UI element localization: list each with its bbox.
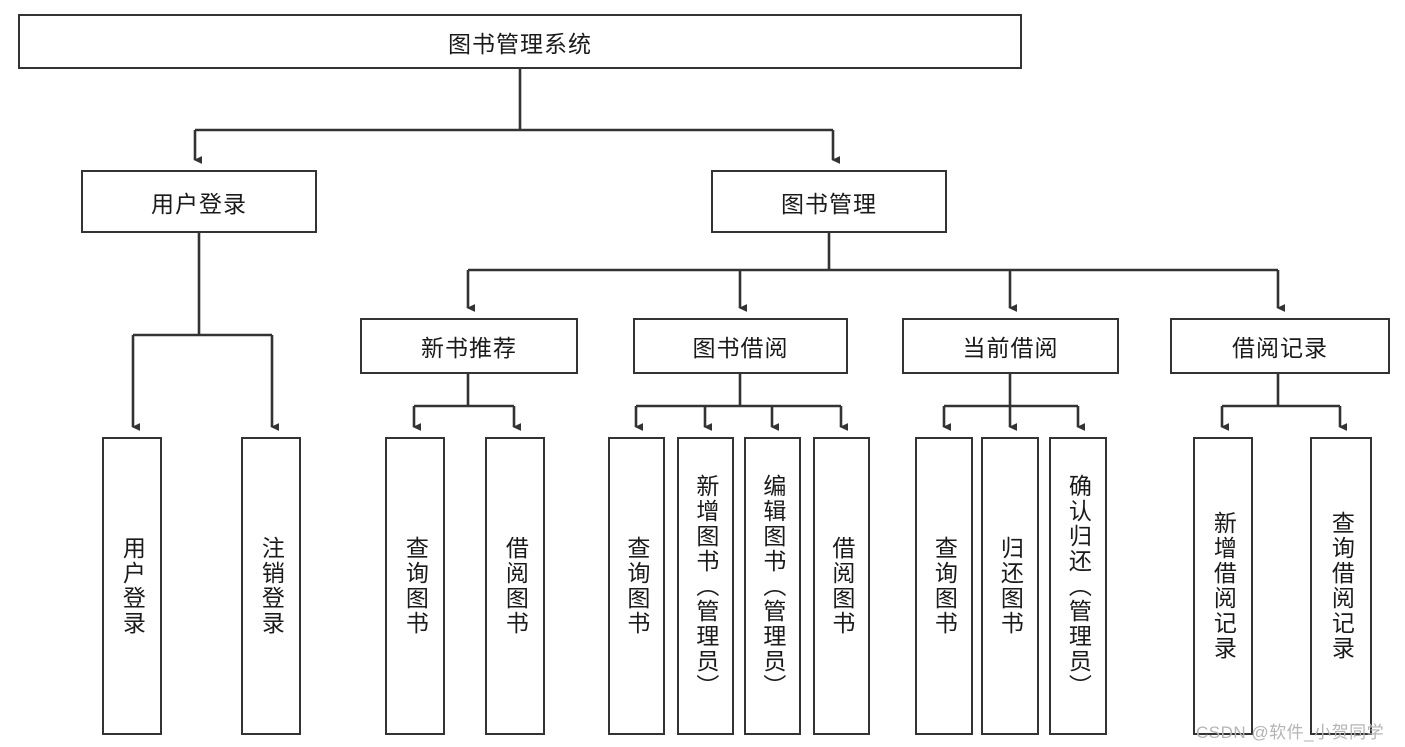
node-new-book-recommend-label: 新书推荐 bbox=[421, 335, 517, 361]
leaf-confirm-return-admin-label: 确认归还（管理员） bbox=[1065, 473, 1092, 699]
node-current-borrow-label: 当前借阅 bbox=[962, 335, 1059, 361]
leaf-query-book-newbook-label: 查询图书 bbox=[402, 536, 429, 636]
leaf-return-book-label: 归还图书 bbox=[997, 536, 1024, 636]
leaf-user-login-label: 用户登录 bbox=[119, 536, 146, 636]
leaf-query-book-newbook[interactable]: 查询图书 bbox=[385, 437, 445, 735]
leaf-borrow-book[interactable]: 借阅图书 bbox=[813, 437, 870, 735]
leaf-add-borrow-record[interactable]: 新增借阅记录 bbox=[1193, 437, 1253, 735]
leaf-borrow-book-newbook[interactable]: 借阅图书 bbox=[485, 437, 545, 735]
leaf-edit-book-admin[interactable]: 编辑图书（管理员） bbox=[744, 437, 801, 735]
leaf-query-book-current[interactable]: 查询图书 bbox=[915, 437, 973, 735]
node-book-borrow[interactable]: 图书借阅 bbox=[633, 318, 848, 374]
leaf-add-book-admin[interactable]: 新增图书（管理员） bbox=[677, 437, 734, 735]
node-user-login-label: 用户登录 bbox=[151, 190, 247, 217]
node-book-borrow-label: 图书借阅 bbox=[692, 335, 789, 361]
node-borrow-record-label: 借阅记录 bbox=[1232, 335, 1328, 361]
leaf-edit-book-admin-label: 编辑图书（管理员） bbox=[759, 473, 786, 699]
leaf-user-login[interactable]: 用户登录 bbox=[102, 437, 162, 735]
csdn-watermark: CSDN @软件_小贺同学 bbox=[1196, 723, 1385, 742]
leaf-query-book-borrow-label: 查询图书 bbox=[623, 536, 650, 636]
leaf-add-book-admin-label: 新增图书（管理员） bbox=[692, 473, 719, 699]
node-book-management[interactable]: 图书管理 bbox=[711, 170, 947, 233]
leaf-borrow-book-label: 借阅图书 bbox=[828, 536, 855, 636]
leaf-logout[interactable]: 注销登录 bbox=[241, 437, 301, 735]
node-borrow-record[interactable]: 借阅记录 bbox=[1170, 318, 1390, 374]
leaf-query-borrow-record[interactable]: 查询借阅记录 bbox=[1310, 437, 1372, 735]
leaf-logout-label: 注销登录 bbox=[258, 536, 285, 636]
node-current-borrow[interactable]: 当前借阅 bbox=[902, 318, 1119, 374]
leaf-query-borrow-record-label: 查询借阅记录 bbox=[1328, 511, 1355, 661]
leaf-return-book[interactable]: 归还图书 bbox=[981, 437, 1039, 735]
leaf-add-borrow-record-label: 新增借阅记录 bbox=[1210, 511, 1237, 661]
leaf-confirm-return-admin[interactable]: 确认归还（管理员） bbox=[1049, 437, 1107, 735]
leaf-query-book-current-label: 查询图书 bbox=[931, 536, 958, 636]
node-book-management-label: 图书管理 bbox=[781, 190, 877, 217]
node-user-login[interactable]: 用户登录 bbox=[81, 170, 317, 233]
leaf-borrow-book-newbook-label: 借阅图书 bbox=[502, 536, 529, 636]
leaf-query-book-borrow[interactable]: 查询图书 bbox=[608, 437, 665, 735]
node-new-book-recommend[interactable]: 新书推荐 bbox=[360, 318, 578, 374]
node-root[interactable]: 图书管理系统 bbox=[18, 14, 1022, 69]
node-root-label: 图书管理系统 bbox=[448, 30, 592, 57]
